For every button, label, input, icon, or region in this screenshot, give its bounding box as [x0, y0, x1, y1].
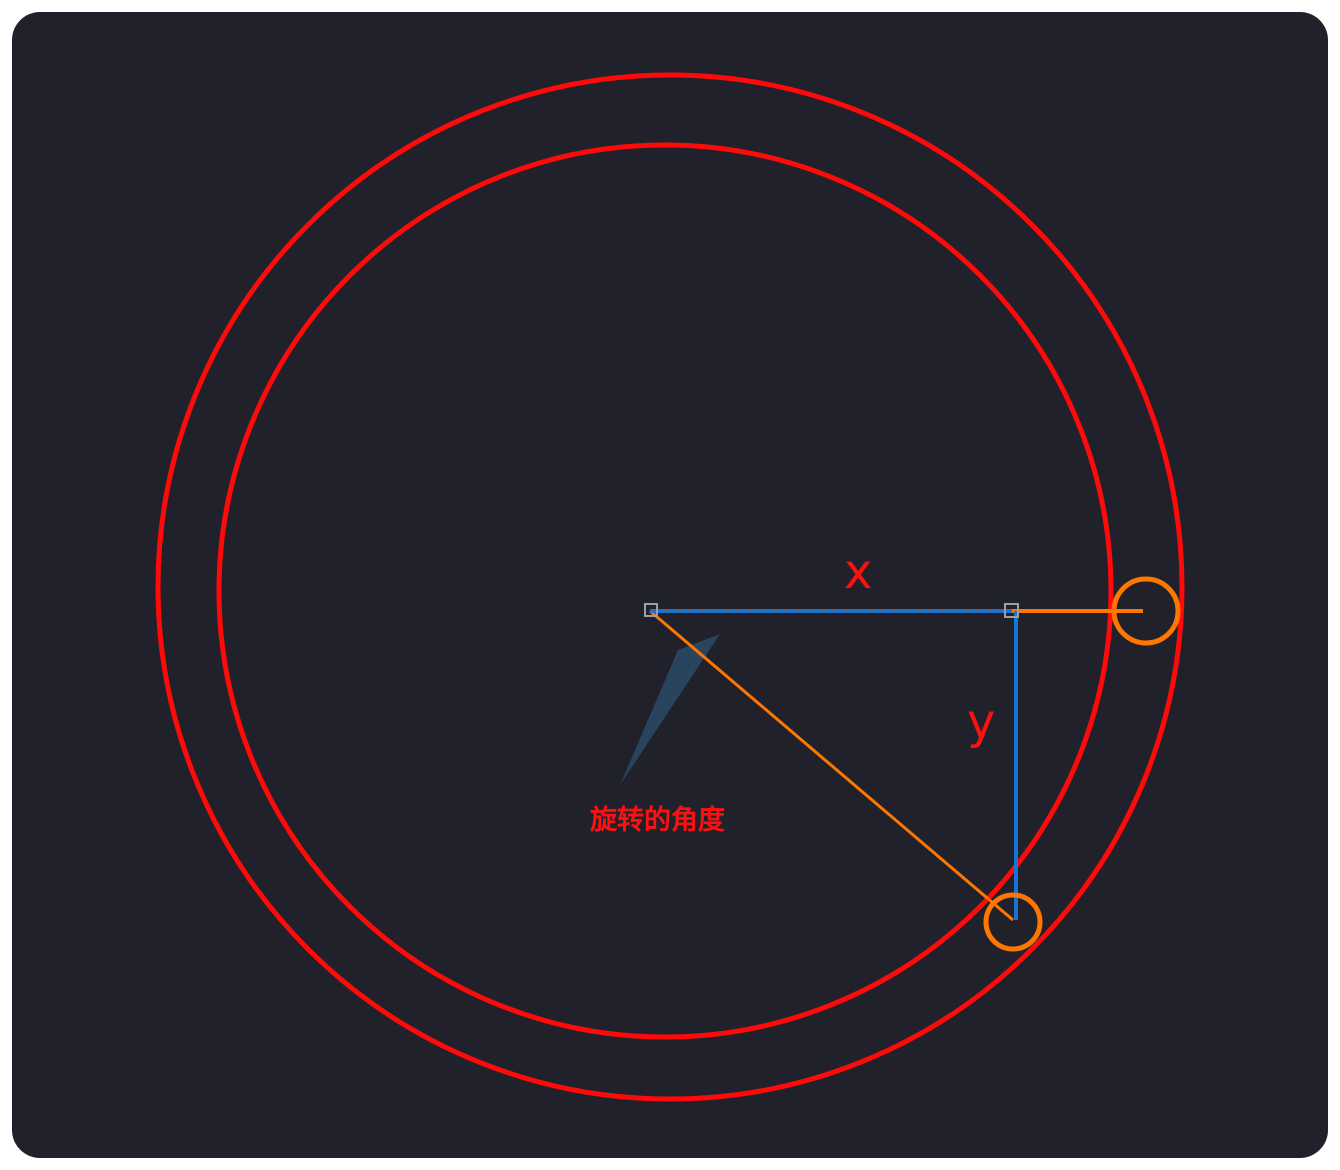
diagram-canvas: x y 旋转的角度 — [12, 12, 1328, 1158]
y-label: y — [967, 694, 995, 750]
outer-circle — [155, 72, 1185, 1102]
corner-marker — [1004, 603, 1019, 618]
center-marker — [644, 603, 658, 617]
rotation-diagram: x y 旋转的角度 — [155, 72, 1185, 1102]
start-point-circle — [1111, 576, 1181, 646]
rotated-point-circle — [983, 892, 1043, 952]
inner-circle — [216, 142, 1114, 1040]
angle-pointer — [620, 634, 720, 785]
angle-label: 旋转的角度 — [590, 804, 725, 836]
rotated-radius-line — [649, 609, 1014, 922]
x-label: x — [844, 544, 872, 600]
